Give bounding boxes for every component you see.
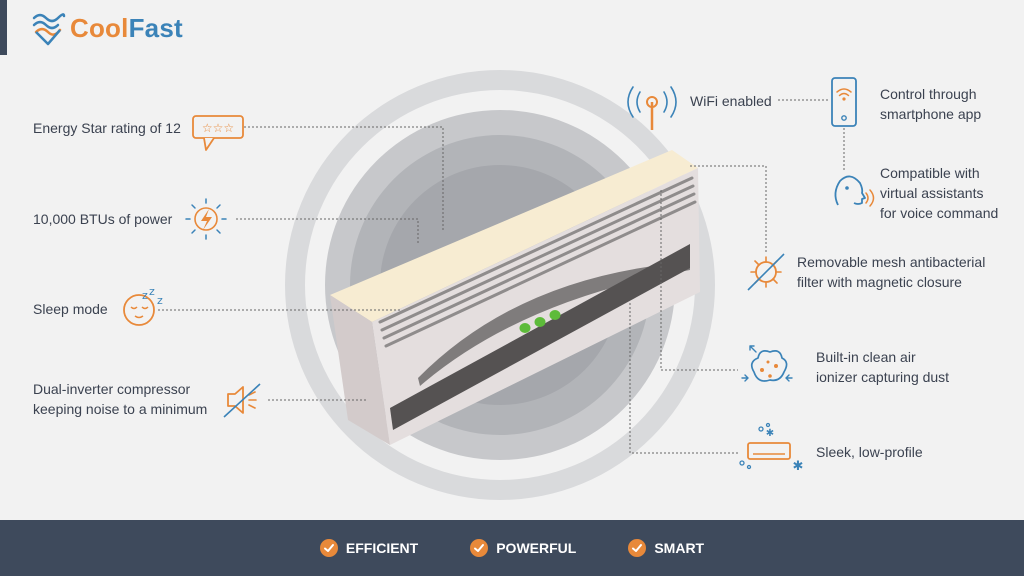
feature-wifi: WiFi enabled xyxy=(690,93,772,109)
feature-btu-power: 10,000 BTUs of power xyxy=(33,211,173,227)
brand-name-part2: Fast xyxy=(128,12,183,43)
footer-badge-label: POWERFUL xyxy=(496,540,577,556)
feature-ionizer-line2: ionizer capturing dust xyxy=(816,369,950,385)
air-conditioner-unit xyxy=(330,96,700,445)
footer-badge-smart: SMART xyxy=(628,539,704,557)
air-ionizer-icon xyxy=(741,345,793,382)
wave-logo-icon xyxy=(32,13,66,46)
footer-badge-powerful: POWERFUL xyxy=(470,539,576,557)
feature-ionizer-line1: Built-in clean air xyxy=(816,349,916,365)
muted-speaker-icon xyxy=(223,383,261,418)
feature-app-line2: smartphone app xyxy=(880,106,982,122)
footer-badge-label: SMART xyxy=(654,540,705,556)
led-indicator xyxy=(519,323,531,333)
brand-name-part1: Cool xyxy=(70,12,129,43)
footer-badge-efficient: EFFICIENT xyxy=(319,539,419,557)
footer-bar: EFFICIENT POWERFUL SMART xyxy=(0,520,1024,576)
feature-inverter-line1: Dual-inverter compressor xyxy=(33,381,191,397)
led-indicator xyxy=(549,310,561,320)
led-indicator xyxy=(534,317,546,327)
feature-app-line1: Control through xyxy=(880,86,977,102)
svg-text:z: z xyxy=(157,294,163,307)
connector-lines xyxy=(158,99,845,454)
footer-badge-label: EFFICIENT xyxy=(345,540,419,556)
svg-text:✱: ✱ xyxy=(793,459,804,474)
ac-side-face xyxy=(330,295,390,445)
checkmark-icon xyxy=(628,539,647,557)
brand-name: CoolFast xyxy=(70,13,183,44)
lightning-power-icon xyxy=(185,198,227,240)
feature-voice-line3: for voice command xyxy=(880,205,999,221)
feature-sleep-mode: Sleep mode xyxy=(33,301,108,317)
feature-inverter-line2: keeping noise to a minimum xyxy=(33,401,208,417)
ac-top-face xyxy=(330,150,698,322)
feature-sleek: Sleek, low-profile xyxy=(816,444,923,460)
brand-logo[interactable]: CoolFast xyxy=(30,10,183,46)
ac-vent-slats xyxy=(378,176,697,348)
feature-filter-line1: Removable mesh antibacterial xyxy=(797,254,986,270)
star-rating-bubble-icon: ☆☆☆ xyxy=(192,115,244,151)
product-illustration: ☆☆☆ z z z xyxy=(123,70,875,500)
svg-text:z: z xyxy=(142,289,148,302)
feature-energy-star: Energy Star rating of 12 xyxy=(33,120,181,136)
feature-voice-line1: Compatible with xyxy=(880,165,980,181)
sleeping-face-icon: z z z xyxy=(123,285,163,326)
wifi-signal-icon xyxy=(627,86,677,118)
ac-air-outlet xyxy=(390,244,690,430)
header-accent-bar xyxy=(0,0,7,55)
checkmark-icon xyxy=(319,539,338,557)
smartphone-wifi-icon xyxy=(831,77,857,127)
checkmark-icon xyxy=(470,539,489,557)
svg-text:✱: ✱ xyxy=(766,428,774,439)
svg-text:☆☆☆: ☆☆☆ xyxy=(202,121,234,135)
svg-text:z: z xyxy=(149,285,155,298)
low-profile-ac-icon: ✱ ✱ xyxy=(739,422,804,474)
antenna-tip xyxy=(646,96,658,108)
antibacterial-virus-icon xyxy=(747,253,785,291)
feature-voice-line2: virtual assistants xyxy=(880,185,984,201)
feature-filter-line2: filter with magnetic closure xyxy=(797,274,962,290)
voice-assistant-icon xyxy=(834,175,875,207)
